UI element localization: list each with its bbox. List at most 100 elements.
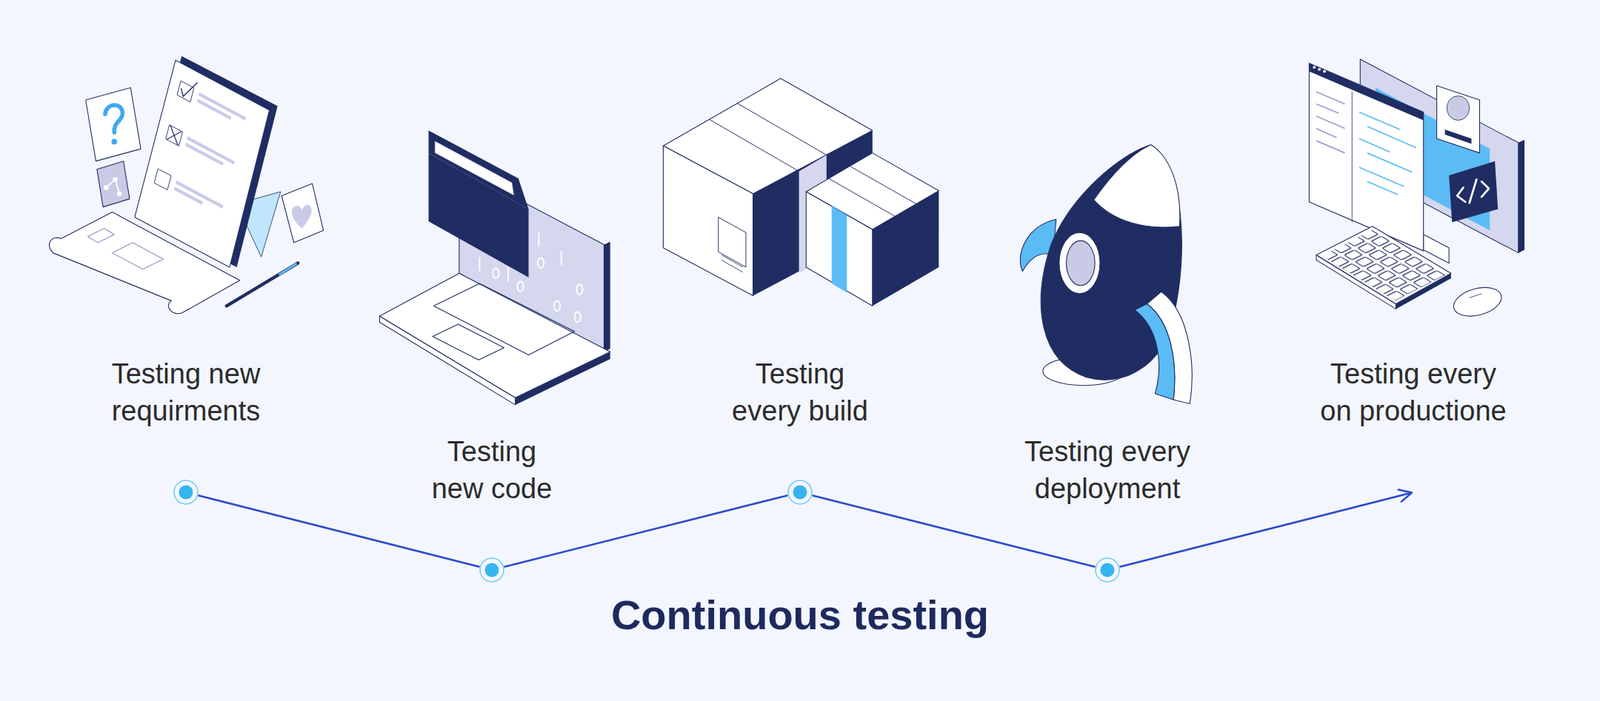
computer-part: [1446, 95, 1469, 120]
requirements-illustration: [49, 56, 324, 315]
build-boxes-part: [872, 191, 940, 307]
stage-marker: [173, 480, 199, 506]
build-boxes-part: [831, 205, 848, 293]
stage-node: Testing every on productione: [1411, 491, 1415, 495]
requirements-part: [111, 139, 118, 146]
timeline-connector: [197, 495, 480, 568]
stage-label-group: Testing new code: [423, 433, 561, 508]
stage-node: Testing new code: [479, 557, 505, 583]
requirements-part-part: [177, 80, 195, 103]
computer-part: [1457, 179, 1489, 203]
build-boxes-part: [805, 191, 873, 306]
build-boxes-part: [662, 145, 753, 296]
stage-label: Testing every on productione: [1315, 355, 1512, 430]
computer-part-part: [1359, 138, 1390, 152]
requirements-part-part: [165, 125, 183, 147]
requirements-part: [291, 205, 312, 229]
computer-part: [1317, 68, 1321, 72]
stage-node: Testing every build: [787, 480, 813, 506]
laptop-part-part: [492, 268, 499, 279]
computer-part-part: [1316, 140, 1346, 154]
marker-ring: [1095, 558, 1120, 583]
laptop-part: [432, 324, 504, 360]
marker-ring: [788, 480, 812, 505]
computer-part-part: [1316, 128, 1338, 138]
computer-part: [1308, 62, 1423, 120]
requirements-part: [105, 105, 123, 133]
requirements-part: [226, 262, 298, 306]
laptop-part-part: [478, 257, 480, 272]
stage-marker: [479, 557, 505, 583]
requirements-part: [85, 87, 141, 161]
diagram-title: Continuous testing: [0, 589, 1600, 642]
marker-dot: [793, 485, 808, 500]
rocket-part: [1066, 240, 1096, 286]
stage-label: Testing every build: [724, 355, 877, 430]
requirements-part: [154, 74, 249, 219]
computer-part: [1469, 294, 1483, 299]
marker-ring: [480, 558, 504, 583]
computer-part: [1308, 62, 1423, 251]
computer-part-part: [1367, 181, 1398, 195]
requirements-part: [103, 185, 109, 191]
requirements-part-part: [197, 98, 232, 120]
computer-part-part: [1316, 104, 1339, 114]
requirements-part-part: [166, 125, 182, 146]
computer-part-part: [1359, 167, 1405, 187]
computer-part-part: [1359, 112, 1400, 130]
requirements-part: [281, 183, 323, 243]
build-boxes-part: [708, 119, 799, 172]
stage-label: Testing new code: [423, 433, 561, 508]
requirements-part: [87, 228, 163, 270]
laptop-part-part: [537, 232, 540, 247]
computer-part: [1312, 65, 1316, 69]
computer-part: [1316, 226, 1452, 305]
requirements-part: [134, 60, 270, 268]
computer-part: [1437, 85, 1480, 154]
marker-dot: [1100, 563, 1115, 578]
timeline-connector: [811, 495, 1095, 568]
computer-part: [1322, 69, 1326, 73]
stage-marker: [787, 480, 813, 506]
computer-part: [1450, 282, 1505, 322]
stage-label-group: Testing every deployment: [1007, 433, 1208, 508]
build-boxes-illustration: [662, 78, 939, 306]
laptop-illustration: [379, 130, 610, 406]
requirements-part: [112, 177, 118, 183]
computer-part-part: [1367, 126, 1417, 149]
laptop-part-part: [507, 267, 509, 282]
build-boxes-part: [718, 217, 746, 267]
computer-part-part: [1316, 116, 1346, 129]
build-boxes-part: [849, 166, 917, 205]
computer-part: [1316, 91, 1346, 154]
laptop-part-part: [576, 284, 583, 295]
marker-dot: [485, 563, 500, 578]
requirements-part: [279, 264, 296, 275]
laptop-part-part: [560, 251, 563, 266]
illustration-layer-part: [49, 56, 1526, 406]
build-boxes-part: [721, 260, 743, 273]
requirements-part-part: [154, 168, 172, 191]
marker-dot: [179, 485, 194, 500]
computer-part: [1359, 112, 1417, 196]
stage-label-group: Testing every on productione: [1315, 355, 1512, 430]
laptop-part: [379, 273, 610, 398]
requirements-part-part: [174, 186, 203, 205]
stage-label-group: Testing every build: [724, 355, 877, 430]
stage-node: Testing new requirments: [173, 480, 199, 506]
requirements-part-part: [185, 142, 224, 166]
computer-part-part: [1367, 153, 1413, 173]
computer-part-part: [1321, 229, 1447, 301]
computer-part: [1351, 91, 1353, 223]
build-boxes-part: [721, 254, 743, 268]
stage-label: Testing every deployment: [1007, 433, 1208, 508]
laptop-part-part: [574, 312, 581, 323]
rocket-part: [1059, 232, 1100, 295]
requirements-part: [97, 161, 130, 208]
rocket-illustration: [1020, 145, 1192, 405]
timeline-connector: [503, 495, 788, 568]
laptop-part-part: [554, 300, 560, 312]
laptop-part: [433, 283, 575, 355]
laptop-part-part: [537, 258, 544, 269]
